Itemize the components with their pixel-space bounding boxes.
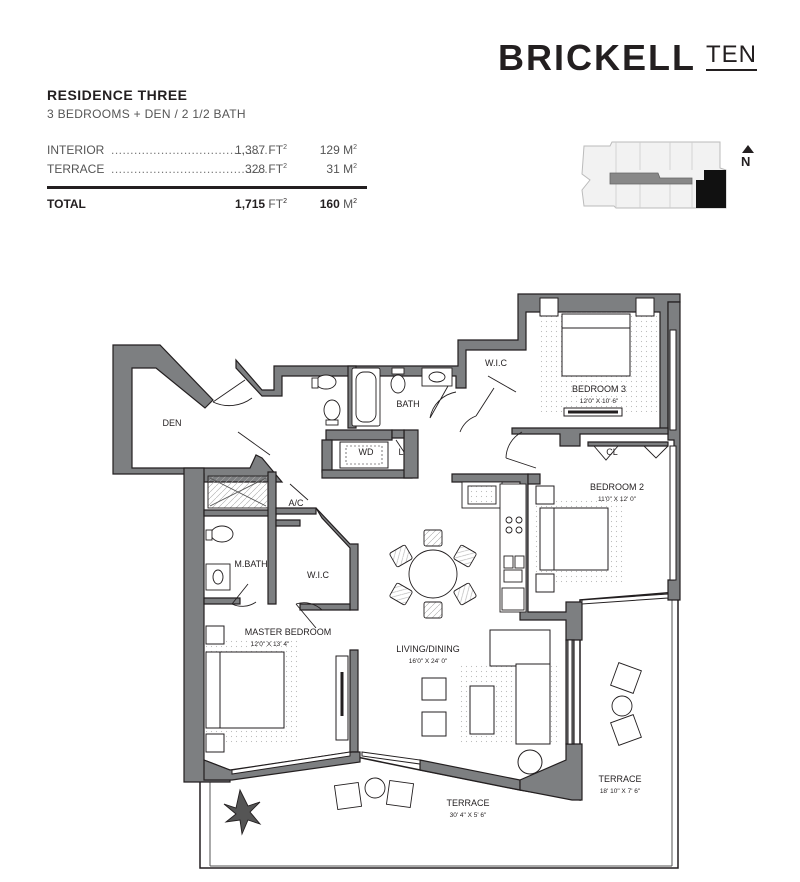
label-bedroom2-dims: 11'0" X 12' 0" (598, 496, 637, 503)
total-label: TOTAL (47, 197, 86, 211)
label-terrace-east: TERRACE (598, 774, 641, 784)
exterior-walls (112, 293, 681, 801)
north-label: N (741, 154, 751, 169)
area-ft: 328 FT2 (245, 162, 287, 176)
label-ac: A/C (288, 498, 304, 508)
area-row-total: TOTAL 1,715 FT2 160 M2 (47, 197, 367, 215)
doors (212, 375, 669, 629)
leader-dots: ........................................… (111, 143, 271, 157)
area-ft: 1,387 FT2 (235, 143, 287, 157)
dining-table (389, 529, 477, 619)
key-plan (581, 141, 727, 209)
area-label: TERRACE (47, 162, 105, 176)
beds (205, 297, 658, 753)
room-labels: DEN BATH W.I.C BEDROOM 3 12'0" X 10' 6" … (162, 358, 644, 819)
label-terrace-south-dims: 30' 4" X 5' 6" (450, 812, 487, 819)
washer-dryer (339, 441, 389, 469)
area-m: 31 M2 (326, 162, 357, 176)
label-living-dining: LIVING/DINING (396, 644, 460, 654)
residence-subtitle: 3 BEDROOMS + DEN / 2 1/2 BATH (47, 107, 246, 121)
area-row-terrace: TERRACE ................................… (47, 162, 367, 178)
label-master-bedroom: MASTER BEDROOM (245, 627, 332, 637)
terrace-furniture (223, 662, 642, 836)
brand-suffix: TEN (706, 42, 757, 71)
label-bedroom3: BEDROOM 3 (572, 384, 626, 394)
label-wic-master: W.I.C (307, 570, 329, 580)
label-terrace-east-dims: 18' 10" X 7' 6" (600, 788, 641, 795)
label-closet: CL (606, 447, 618, 457)
total-divider (47, 186, 367, 189)
label-master-bedroom-dims: 12'0" X 13' 4" (251, 641, 290, 648)
area-m: 129 M2 (319, 143, 357, 157)
label-bedroom2: BEDROOM 2 (590, 482, 644, 492)
key-plan-corridor (609, 172, 693, 185)
label-laundry: L (398, 447, 403, 457)
living-furniture (335, 629, 560, 775)
area-row-interior: INTERIOR ...............................… (47, 143, 367, 159)
leader-dots: ........................................… (111, 162, 271, 176)
north-arrow-icon (742, 145, 754, 153)
windows (231, 329, 677, 775)
key-plan-unit-highlight (696, 170, 726, 208)
label-wd: WD (359, 447, 374, 457)
kitchen (461, 481, 527, 613)
total-ft: 1,715 FT2 (235, 197, 287, 211)
bath-fixtures (205, 367, 453, 591)
label-bedroom3-dims: 12'0" X 10' 6" (580, 398, 619, 405)
brand-name: BRICKELL (498, 37, 696, 78)
label-mbath: M.BATH (234, 559, 267, 569)
label-wic-top: W.I.C (485, 358, 507, 368)
area-label: INTERIOR (47, 143, 105, 157)
label-living-dining-dims: 16'0" X 24' 0" (409, 658, 448, 665)
label-den: DEN (162, 418, 181, 428)
residence-title: RESIDENCE THREE (47, 87, 188, 103)
label-terrace-south: TERRACE (446, 798, 489, 808)
label-bath: BATH (396, 399, 419, 409)
total-m: 160 M2 (319, 197, 357, 211)
